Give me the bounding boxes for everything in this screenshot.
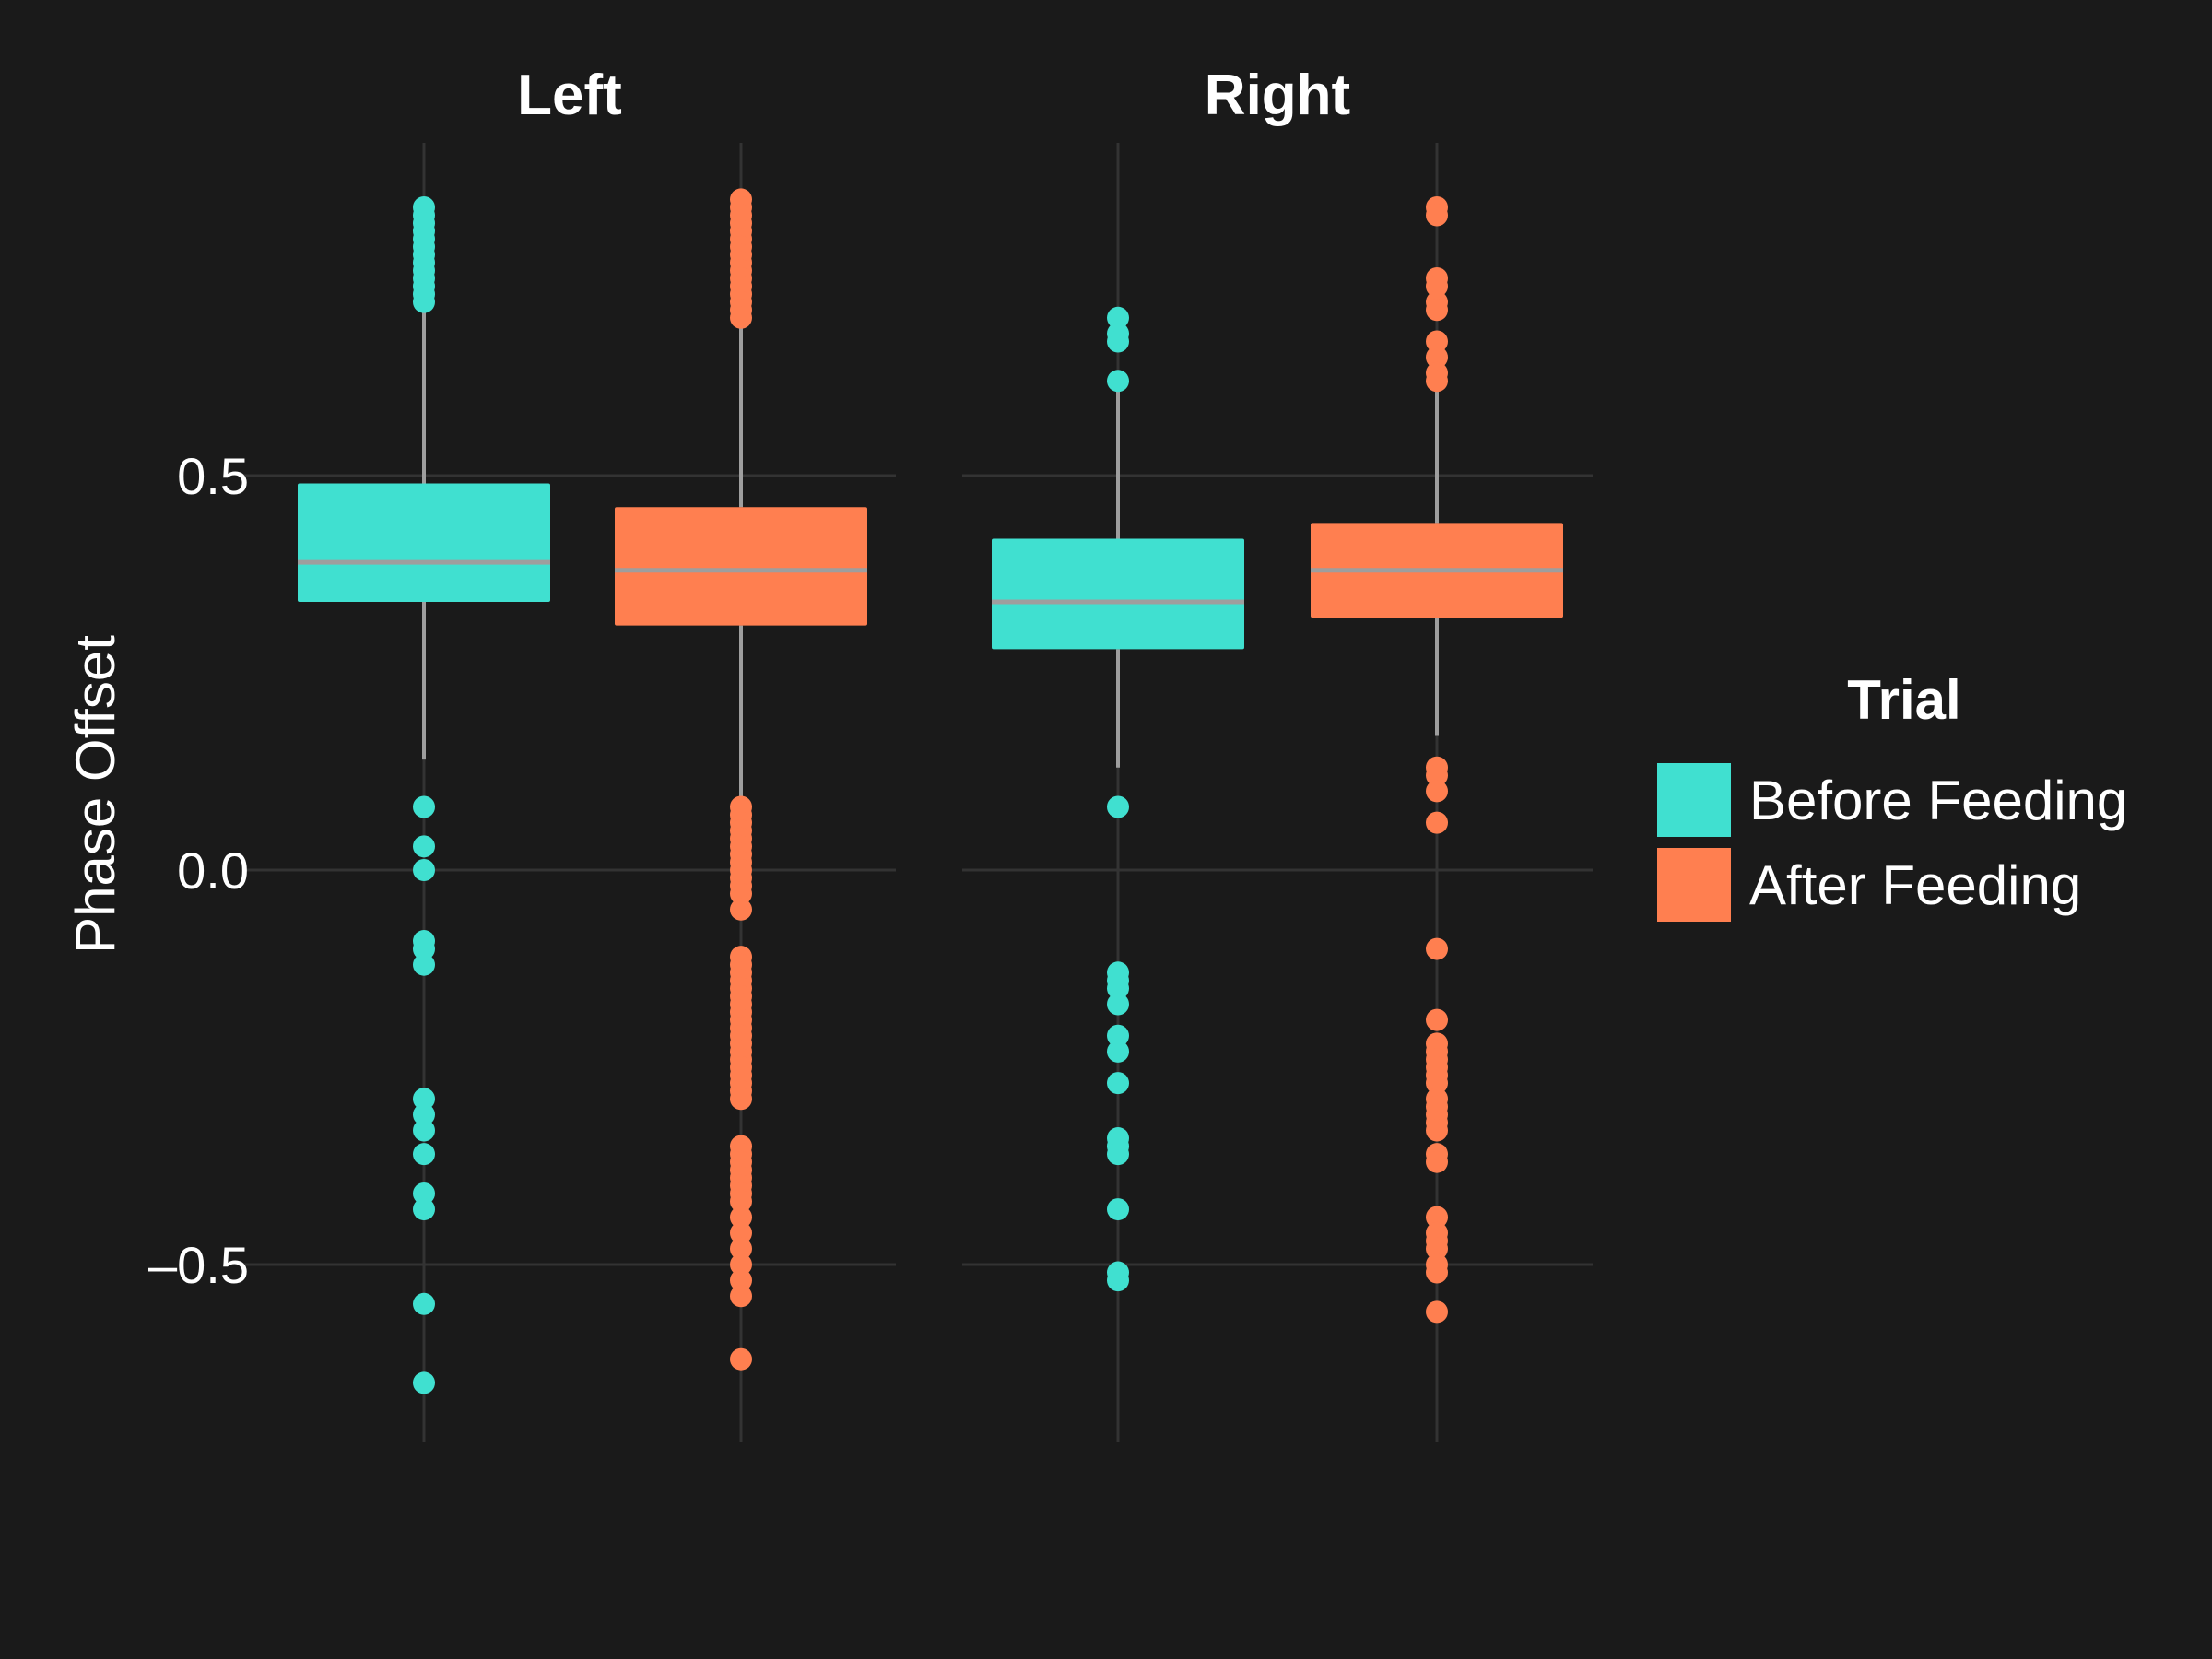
y-tick-label: –0.5 [148, 1236, 249, 1294]
y-tick-label: 0.5 [177, 447, 249, 505]
outlier-point [1426, 346, 1448, 369]
legend-key-before-feeding [1657, 763, 1731, 837]
outlier-point [730, 1285, 752, 1308]
y-axis-title: Phase Offset [65, 635, 126, 954]
outlier-point [413, 937, 435, 960]
outlier-point [1426, 811, 1448, 834]
outlier-point [1107, 1040, 1129, 1063]
outlier-point [413, 1292, 435, 1315]
legend-label-before-feeding: Before Feeding [1749, 770, 2127, 831]
outlier-point [413, 835, 435, 858]
outlier-point [413, 1088, 435, 1111]
outlier-point [413, 1103, 435, 1126]
outlier-point [1426, 937, 1448, 960]
outlier-point [1107, 1269, 1129, 1292]
outlier-point [730, 898, 752, 921]
outlier-point [730, 1253, 752, 1276]
outlier-point [1426, 1072, 1448, 1095]
outlier-point [730, 882, 752, 905]
outlier-point [1107, 1072, 1129, 1095]
box-right-before-feeding [992, 306, 1244, 1292]
panels-layer: Left Right [243, 64, 1593, 1442]
outlier-point [413, 1198, 435, 1221]
outlier-point [1426, 275, 1448, 298]
outlier-point [1107, 306, 1129, 329]
panel-left: Left [243, 64, 896, 1442]
outlier-point [1426, 1300, 1448, 1324]
panel-strip-label: Right [1205, 64, 1350, 127]
outlier-point [730, 1347, 752, 1371]
outlier-point [1107, 1024, 1129, 1047]
outlier-point [1426, 1008, 1448, 1031]
outlier-point [1426, 1237, 1448, 1260]
box-body [992, 538, 1244, 650]
outlier-point [1426, 370, 1448, 393]
box-left-before-feeding [298, 195, 550, 1394]
outlier-point [1107, 977, 1129, 1000]
outlier-point [413, 795, 435, 818]
outlier-point [730, 1088, 752, 1111]
outlier-point [730, 1221, 752, 1244]
box-right-after-feeding [1311, 195, 1563, 1324]
outlier-point [1107, 993, 1129, 1016]
outlier-point [1426, 204, 1448, 227]
y-axis: 0.5 0.0 –0.5 [148, 447, 249, 1294]
outlier-point [1426, 1150, 1448, 1173]
legend-title: Trial [1847, 669, 1960, 731]
outlier-point [413, 1371, 435, 1394]
outlier-point [730, 1269, 752, 1292]
outlier-point [1426, 764, 1448, 787]
outlier-point [413, 1143, 435, 1166]
outlier-point [730, 1237, 752, 1260]
outlier-point [1107, 370, 1129, 393]
panel-strip-label: Left [517, 64, 622, 127]
outlier-point [1107, 795, 1129, 818]
outlier-point [1426, 299, 1448, 322]
outlier-point [730, 306, 752, 329]
outlier-point [1107, 1198, 1129, 1221]
outlier-point [1107, 330, 1129, 353]
box-body [298, 483, 550, 602]
outlier-point [1426, 330, 1448, 353]
legend-key-after-feeding [1657, 848, 1731, 922]
y-tick-label: 0.0 [177, 841, 249, 900]
box-left-after-feeding [615, 188, 867, 1371]
outlier-point [413, 1182, 435, 1205]
outlier-point [1426, 1119, 1448, 1142]
outlier-point [413, 1119, 435, 1142]
outlier-point [730, 1206, 752, 1229]
outlier-point [1426, 1261, 1448, 1284]
outlier-point [1426, 1206, 1448, 1229]
outlier-point [413, 859, 435, 881]
legend: Trial Before Feeding After Feeding [1657, 669, 2127, 922]
outlier-point [1107, 1143, 1129, 1166]
legend-label-after-feeding: After Feeding [1749, 854, 2081, 916]
box-body [615, 507, 867, 626]
outlier-point [1426, 780, 1448, 803]
panel-right: Right [962, 64, 1593, 1442]
outlier-point [413, 290, 435, 313]
outlier-point [730, 1190, 752, 1213]
outlier-point [413, 953, 435, 976]
